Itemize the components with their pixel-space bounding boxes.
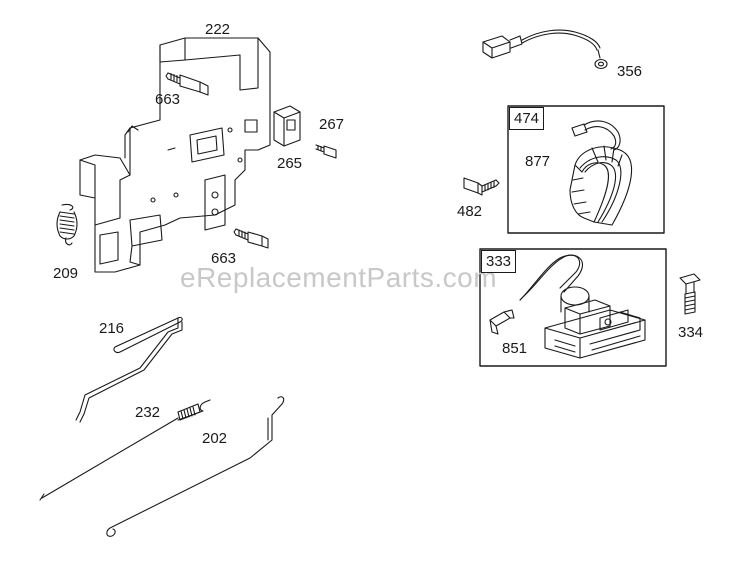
part-334-screw xyxy=(679,273,701,315)
callout-216: 216 xyxy=(99,320,125,337)
part-356-ground-wire xyxy=(482,29,608,70)
callout-265: 265 xyxy=(277,155,303,172)
part-209-spring xyxy=(56,204,78,246)
part-265-stop-block xyxy=(273,105,301,147)
callout-267: 267 xyxy=(319,116,345,133)
part-232-governor-spring xyxy=(39,399,211,501)
part-333-ignition-coil xyxy=(519,254,646,359)
callout-202: 202 xyxy=(202,430,228,447)
box-label-474: 474 xyxy=(509,107,545,130)
callout-232: 232 xyxy=(135,404,161,421)
part-877-terminal xyxy=(571,120,621,151)
part-663-bolt-upper xyxy=(165,72,209,96)
part-474-coil-element xyxy=(569,145,633,226)
part-663-bolt-lower xyxy=(233,228,269,249)
part-216-throttle-link xyxy=(75,316,183,423)
box-label-333: 333 xyxy=(481,250,517,273)
callout-663-lower: 663 xyxy=(211,250,237,267)
callout-209: 209 xyxy=(53,265,79,282)
callout-877: 877 xyxy=(525,153,551,170)
box-474-assembly xyxy=(507,105,665,234)
part-482-screw xyxy=(463,177,500,196)
callout-356: 356 xyxy=(617,63,643,80)
callout-663-upper: 663 xyxy=(155,91,181,108)
part-267-screw xyxy=(315,144,337,159)
watermark-text: eReplacementParts.com xyxy=(180,262,498,293)
part-202-control-rod xyxy=(106,396,285,537)
box-333-assembly xyxy=(479,248,667,367)
part-851-clip xyxy=(489,309,515,335)
part-222-control-bracket xyxy=(79,37,271,273)
callout-482: 482 xyxy=(457,203,483,220)
callout-851: 851 xyxy=(502,340,528,357)
callout-334: 334 xyxy=(678,324,704,341)
callout-222: 222 xyxy=(205,21,231,38)
